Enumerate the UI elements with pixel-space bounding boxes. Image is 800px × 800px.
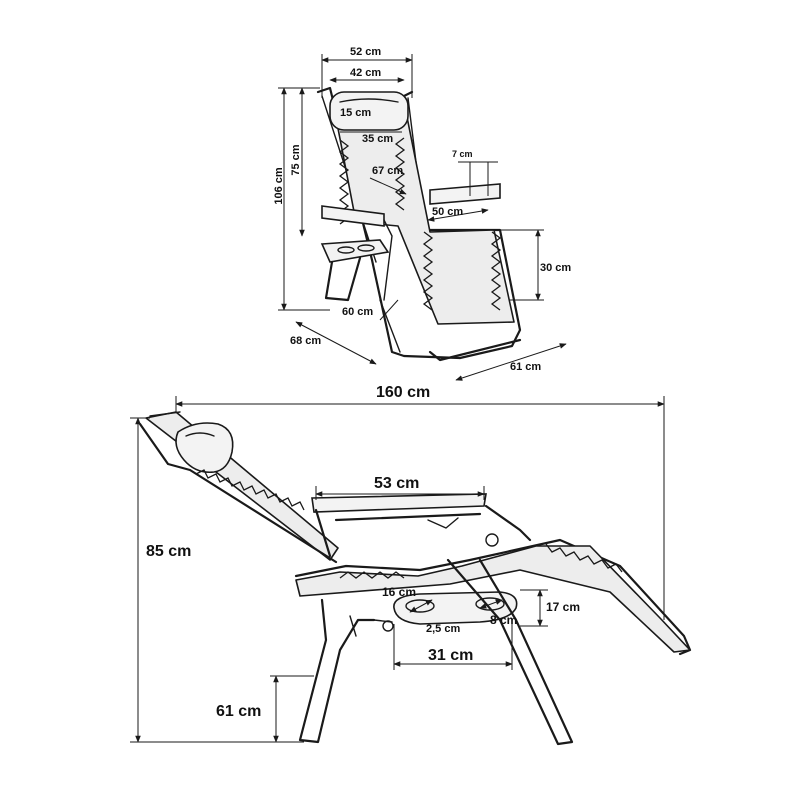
label-height: 85 cm xyxy=(146,543,191,560)
label-seat-height: 30 cm xyxy=(540,262,571,274)
label-tray-height: 17 cm xyxy=(546,600,580,614)
side-headrest-pillow xyxy=(175,422,234,474)
label-total-length: 160 cm xyxy=(376,384,430,401)
label-seat-depth: 60 cm xyxy=(342,306,373,318)
label-cup-holder-width: 16 cm xyxy=(382,585,416,599)
label-base-width: 61 cm xyxy=(510,361,541,373)
label-ground-height: 61 cm xyxy=(216,703,261,720)
label-cup-holder-depth: 8 cm xyxy=(490,613,517,627)
upright-chair-illustration xyxy=(316,86,522,362)
cup-tray xyxy=(320,239,390,263)
top-dimension-labels: 52 cm 42 cm 15 cm 35 cm 106 cm 75 cm 7 c… xyxy=(273,46,571,373)
label-armrest-thickness: 7 cm xyxy=(452,149,473,159)
label-width-outer: 52 cm xyxy=(350,46,381,58)
reclined-chair-illustration xyxy=(138,411,692,746)
label-cup-holder-small: 2,5 cm xyxy=(426,623,460,635)
label-back-width: 35 cm xyxy=(362,133,393,145)
top-dimension-lines xyxy=(278,54,567,381)
side-dimension-labels: 160 cm 85 cm 53 cm 16 cm 2,5 cm 8 cm 17 … xyxy=(146,384,580,720)
headrest-pillow xyxy=(329,91,409,131)
label-back-length: 67 cm xyxy=(372,165,403,177)
label-seat-width: 50 cm xyxy=(432,206,463,218)
left-armrest xyxy=(321,205,385,227)
label-total-height: 106 cm xyxy=(273,167,285,205)
label-tray-width: 31 cm xyxy=(428,647,473,664)
label-headrest: 15 cm xyxy=(340,107,371,119)
right-armrest xyxy=(429,183,501,205)
label-depth: 68 cm xyxy=(290,335,321,347)
label-back-height: 75 cm xyxy=(290,144,302,175)
label-armrest-length: 53 cm xyxy=(374,475,419,492)
side-dimension-lines xyxy=(130,396,665,743)
side-armrest xyxy=(311,493,487,513)
label-width-inner: 42 cm xyxy=(350,67,381,79)
